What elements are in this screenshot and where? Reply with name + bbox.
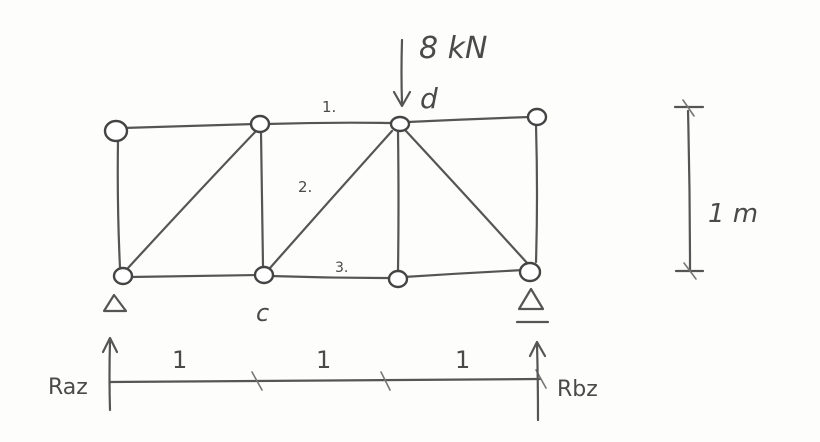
span-label-3: 1: [455, 346, 470, 374]
diagonal-left: [126, 129, 258, 270]
member-2-diagonal: [268, 129, 394, 270]
span-label-2: 1: [316, 346, 331, 374]
height-tick-bottom-cross: [683, 262, 697, 280]
support-right-icon: [517, 287, 545, 311]
reaction-right-arrow-icon: [535, 342, 540, 422]
bottom-chord-right: [402, 268, 527, 279]
span-tick-1: [251, 371, 263, 391]
joint-bottom-right: [518, 261, 542, 283]
top-chord-right: [406, 115, 532, 124]
reaction-left-arrow-icon: [108, 340, 112, 412]
load-arrow-icon: [400, 38, 404, 106]
height-tick-top-cross: [682, 99, 695, 117]
reaction-right-label: Rbz: [557, 377, 598, 402]
load-arrow-head-icon: [392, 90, 412, 108]
vertical-right: [534, 123, 539, 264]
vertical-d: [396, 130, 400, 272]
joint-bottom-3: [387, 269, 409, 289]
vertical-c: [259, 130, 265, 268]
member-3-bottom-chord: [268, 274, 392, 280]
member-1-label: 1.: [322, 98, 336, 116]
node-label-d: d: [420, 82, 438, 115]
height-label: 1 m: [708, 199, 758, 229]
support-left-icon: [102, 293, 128, 313]
member-2-label: 2.: [298, 178, 312, 196]
joint-top-right: [526, 107, 548, 127]
top-chord-left: [120, 122, 257, 130]
reaction-right-arrow-head-icon: [528, 340, 547, 358]
joint-top-left: [103, 119, 129, 143]
span-tick-2: [380, 371, 391, 391]
reaction-left-arrow-head-icon: [101, 336, 119, 354]
height-dimension-line: [686, 109, 692, 272]
joint-d: [389, 115, 411, 133]
vertical-left: [116, 138, 122, 270]
joint-top-2: [249, 114, 271, 134]
reaction-left-label: Raz: [48, 375, 88, 400]
span-dimension-line: [108, 377, 542, 384]
member-1-top-chord: [264, 121, 394, 126]
member-3-label: 3.: [335, 260, 348, 276]
diagonal-right: [404, 129, 530, 266]
span-label-1: 1: [172, 346, 187, 374]
joint-c: [253, 265, 275, 285]
bottom-chord-left: [128, 273, 260, 279]
node-label-c: c: [256, 299, 269, 327]
joint-bottom-left: [112, 266, 134, 286]
load-label: 8 kN: [419, 31, 487, 66]
